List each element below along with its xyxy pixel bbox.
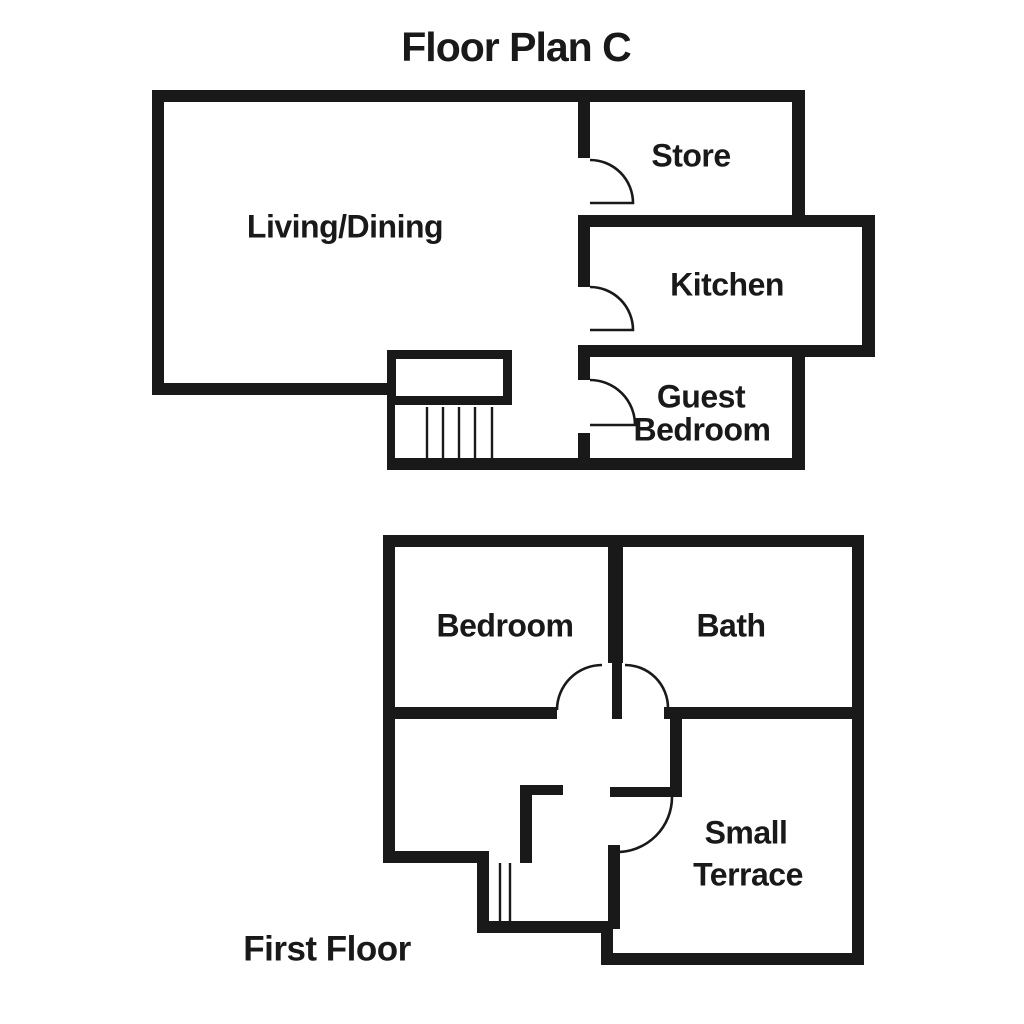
wall-stair-rail-vertical (520, 785, 532, 863)
wall-terrace-door-stub (610, 787, 682, 797)
wall-bedroom-bottom (395, 707, 557, 719)
room-label-terrace-line1: Small (705, 814, 788, 850)
wall-store-bottom (578, 215, 875, 227)
door-arc-guest-bedroom (589, 378, 637, 427)
wall-interior-vertical-b (578, 215, 590, 287)
wall-kitchen-bottom (578, 345, 875, 357)
wall-lower-outer-top (383, 535, 864, 547)
door-arc-terrace (616, 796, 674, 854)
wall-lower-outer-right (852, 535, 864, 965)
wall-interior-vertical-a (578, 102, 590, 158)
wall-stair-shaft-left (477, 851, 489, 933)
wall-terrace-left-lower (608, 845, 620, 929)
stair-landing-upper (387, 350, 512, 405)
wall-terrace-left-upper (670, 719, 682, 787)
wall-upper-outer-left (152, 90, 164, 395)
wall-hall-bottom-left (383, 851, 489, 863)
wall-lower-outer-left (383, 535, 395, 863)
upper-floor-plan: Living/Dining Store Kitchen Guest Bedroo… (152, 90, 875, 470)
door-arc-bedroom (555, 663, 603, 711)
room-label-guest-line2: Bedroom (634, 411, 771, 447)
wall-bath-bottom (664, 707, 852, 719)
room-label-store: Store (651, 137, 730, 173)
room-label-terrace-line2: Terrace (693, 856, 803, 892)
room-label-bath: Bath (696, 607, 765, 643)
room-label-kitchen: Kitchen (670, 266, 784, 302)
wall-stair-rail-stub (520, 785, 563, 795)
wall-bedroom-bath-divider (608, 547, 623, 663)
page-title: Floor Plan C (401, 24, 631, 70)
door-arc-store (589, 158, 635, 205)
wall-divider-stub (612, 663, 622, 719)
lower-floor-caption: First Floor (243, 929, 411, 968)
room-label-living-dining: Living/Dining (247, 208, 443, 244)
wall-living-bottom (152, 383, 393, 395)
room-label-bedroom: Bedroom (437, 607, 574, 643)
room-label-guest-line1: Guest (657, 378, 746, 414)
wall-terrace-bottom (601, 953, 864, 965)
wall-guest-bedroom-right (792, 345, 805, 470)
lower-floor-plan: Bedroom Bath Small Terrace (383, 535, 864, 965)
door-arc-kitchen (589, 285, 635, 332)
door-arc-bath (624, 663, 670, 709)
stairs-lower (498, 863, 512, 921)
wall-stair-corridor-bottom (477, 921, 613, 933)
wall-store-right (792, 90, 805, 215)
wall-upper-outer-top (152, 90, 805, 102)
stairs-upper (425, 407, 494, 458)
wall-kitchen-right (862, 215, 875, 357)
wall-upper-corridor-left (387, 350, 395, 470)
wall-upper-corridor-bottom (387, 458, 805, 470)
